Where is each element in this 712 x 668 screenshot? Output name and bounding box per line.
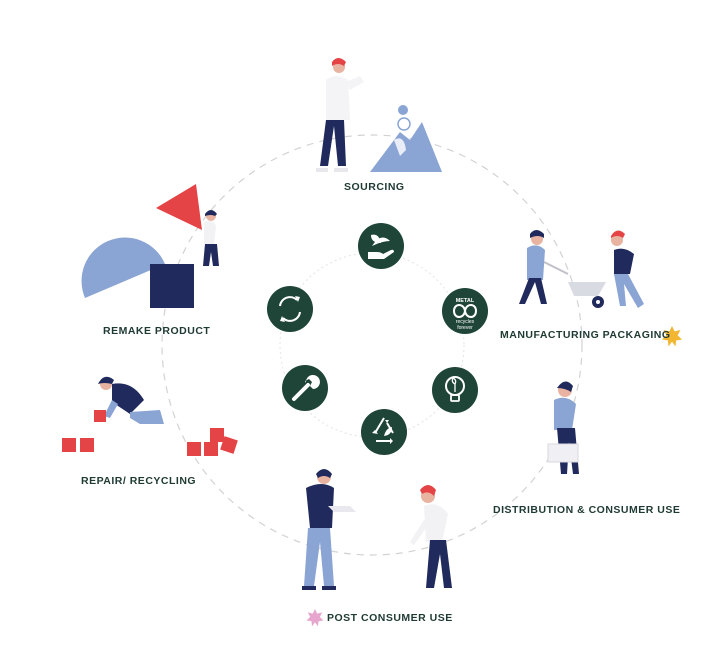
badge-metal-text: METAL [456,298,475,304]
label-repair-recycling: REPAIR/ RECYCLING [81,475,197,487]
remake-product-illustration [81,184,219,308]
sourcing-illustration [316,58,442,172]
label-distribution-consumer-use: DISTRIBUTION & CONSUMER USE [493,504,681,516]
repair-recycling-illustration [62,376,238,456]
hand-leaf-icon [358,223,404,269]
badge-forever-text: forever [457,325,473,331]
wrench-icon [282,365,328,411]
outer-dashed-ring [161,134,583,556]
label-post-consumer-use: POST CONSUMER USE [327,612,453,624]
lightbulb-leaf-icon [432,367,478,413]
metal-recycles-forever-icon: METAL recycles forever [442,288,488,334]
badge-recycles-text: recycles [456,319,475,325]
label-manufacturing-packaging: MANUFACTURING PACKAGING [500,329,671,341]
label-sourcing: SOURCING [344,181,405,193]
refresh-arrows-icon [267,286,313,332]
label-remake-product: REMAKE PRODUCT [103,325,211,337]
distribution-illustration [547,381,579,474]
post-consumer-illustration [302,469,452,590]
manufacturing-illustration [519,230,644,308]
yellow-star-icon [662,326,682,347]
pink-star-icon [306,609,324,627]
recycle-leaf-icon [361,409,407,455]
inner-dotted-ring [279,252,465,438]
